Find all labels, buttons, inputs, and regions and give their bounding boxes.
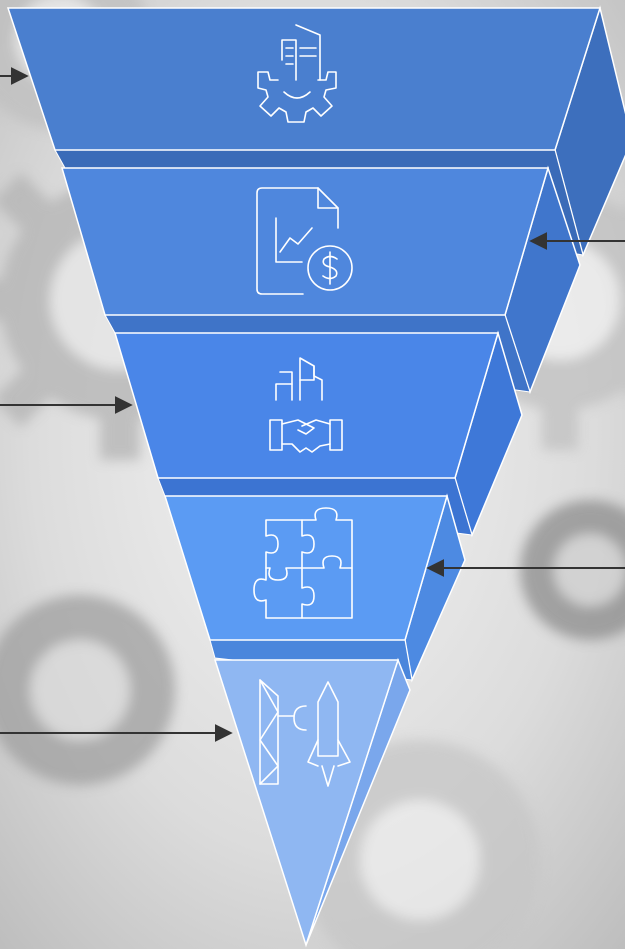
puzzle-pieces-icon (253, 507, 353, 619)
building-gear-icon (257, 24, 337, 123)
document-chart-dollar-icon (256, 187, 353, 295)
building-handshake-icon (269, 357, 343, 453)
layer-1-front (6, 7, 602, 151)
rocket-launch-tower-icon (259, 679, 351, 787)
layer-3-front (113, 332, 500, 479)
gear-shape (0, 595, 175, 785)
pointer-arrows (0, 67, 625, 742)
layer-2-front (60, 167, 550, 316)
gear-shape (520, 500, 625, 640)
